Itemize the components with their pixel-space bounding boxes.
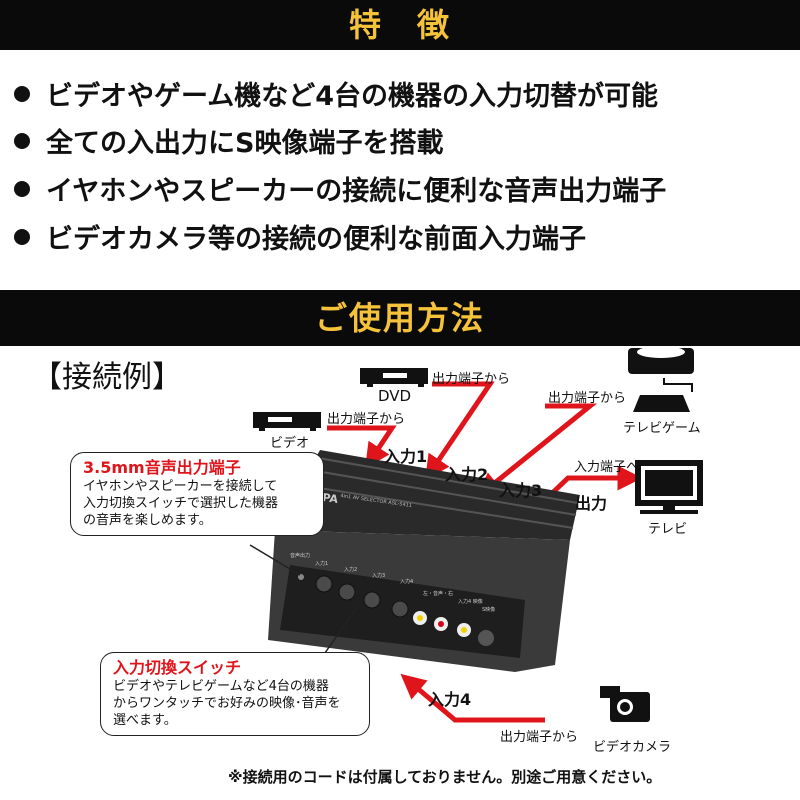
- bullet-icon: [14, 132, 30, 149]
- label-input2: 入力2: [344, 567, 358, 573]
- callout-line: 選べます。: [113, 713, 177, 728]
- label-audio-out: 音声出力: [290, 553, 311, 559]
- dvd-player-icon: [360, 368, 428, 387]
- label-input3: 入力3: [372, 573, 386, 579]
- callout-line: イヤホンやスピーカーを接続して: [83, 479, 278, 494]
- callout-line: の音声を楽しめます。: [83, 513, 212, 528]
- video-from-label: 出力端子から: [327, 412, 406, 427]
- feature-text: 全ての入出力にS映像端子を搭載: [46, 128, 444, 159]
- callout-line: からワンタッチでお好みの映像･音声を: [113, 696, 341, 711]
- game-label: テレビゲーム: [623, 421, 701, 436]
- input4-label: 入力4: [428, 690, 472, 709]
- label-input4-video: 入力4 映像: [458, 599, 483, 605]
- feature-item: ビデオカメラ等の接続の便利な前面入力端子: [14, 217, 586, 256]
- label-input4: 入力4: [400, 579, 414, 585]
- dvd-label: DVD: [378, 387, 412, 405]
- game-console-icon: [628, 346, 694, 412]
- output-label: 出力: [575, 494, 608, 513]
- feature-item: ビデオやゲーム機など4台の機器の入力切替が可能: [14, 74, 658, 113]
- input3-label: 入力3: [499, 481, 543, 500]
- video-label: ビデオ: [270, 436, 310, 451]
- tv-to-label: 入力端子へ: [574, 460, 640, 475]
- label-audio-lr: 左・音声・右: [423, 591, 454, 597]
- callout-title: 3.5mm音声出力端子: [83, 458, 241, 477]
- audio-output-callout: 3.5mm音声出力端子 イヤホンやスピーカーを接続して 入力切換スイッチで選択し…: [70, 452, 324, 536]
- camera-label: ビデオカメラ: [593, 740, 672, 755]
- callout-line: ビデオやテレビゲームなど4台の機器: [113, 679, 329, 694]
- switch-callout: 入力切換スイッチ ビデオやテレビゲームなど4台の機器 からワンタッチでお好みの映…: [100, 652, 370, 736]
- feature-text: ビデオカメラ等の接続の便利な前面入力端子: [46, 224, 586, 255]
- label-s-video: S映像: [482, 607, 496, 613]
- bullet-icon: [14, 85, 30, 102]
- video-camera-icon: [600, 686, 650, 722]
- game-from-label: 出力端子から: [548, 391, 627, 406]
- feature-text: イヤホンやスピーカーの接続に便利な音声出力端子: [46, 176, 667, 207]
- note: ※接続用のコードは付属しておりません。別途ご用意ください。: [228, 768, 662, 786]
- callout-title: 入力切換スイッチ: [113, 658, 242, 677]
- callout-line: 入力切換スイッチで選択した機器: [83, 496, 279, 511]
- features-header: 特 徴: [0, 0, 800, 50]
- camera-from-label: 出力端子から: [500, 730, 579, 745]
- feature-item: 全ての入出力にS映像端子を搭載: [14, 121, 443, 160]
- video-deck-icon: [253, 412, 321, 431]
- input1-label: 入力1: [384, 447, 428, 466]
- tv-label: テレビ: [648, 522, 688, 537]
- dvd-from-label: 出力端子から: [432, 372, 511, 387]
- bullet-icon: [14, 180, 30, 197]
- tv-icon: [635, 460, 703, 514]
- example-label: 【接続例】: [32, 360, 182, 395]
- feature-item: イヤホンやスピーカーの接続に便利な音声出力端子: [14, 169, 666, 208]
- usage-header: ご使用方法: [0, 290, 800, 346]
- label-input1: 入力1: [315, 561, 329, 567]
- bullet-icon: [14, 228, 30, 245]
- feature-text: ビデオやゲーム機など4台の機器の入力切替が可能: [46, 81, 658, 112]
- input2-label: 入力2: [445, 465, 489, 484]
- av-selector-device: [249, 450, 580, 672]
